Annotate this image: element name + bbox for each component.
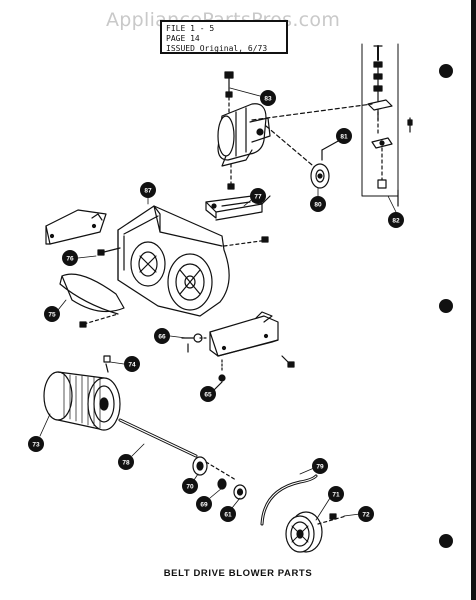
callout-bubble <box>328 486 344 502</box>
callout-label: 74 <box>128 361 136 368</box>
callout-screw-b: 66 <box>154 328 170 344</box>
callout-bracket: 77 <box>250 188 266 204</box>
info-issued: ISSUED Original, 6/73 <box>166 44 268 53</box>
callout-bubble <box>28 436 44 452</box>
nut-65-drawing <box>213 359 226 391</box>
callout-blower-wheel: 73 <box>28 436 44 452</box>
bearing-drawing <box>192 456 237 481</box>
screw-66-drawing <box>181 333 209 353</box>
callout-label: 61 <box>224 511 232 518</box>
callout-bubble <box>312 458 328 474</box>
callout-bottom-panel: 75 <box>44 306 60 322</box>
callout-bubble <box>250 188 266 204</box>
callout-label: 69 <box>200 501 208 508</box>
callout-label: 76 <box>66 255 74 262</box>
callout-label: 66 <box>158 333 166 340</box>
callout-bubble <box>260 90 276 106</box>
callout-bubble <box>196 496 212 512</box>
callout-bearing: 70 <box>182 478 198 494</box>
info-page: PAGE 14 <box>166 34 200 43</box>
side-shield-right-drawing <box>209 311 295 368</box>
callout-nut: 65 <box>200 386 216 402</box>
callout-bubble <box>310 196 326 212</box>
motor-drawing <box>217 103 319 171</box>
belt-drawing <box>260 474 318 526</box>
callout-label: 77 <box>254 193 262 200</box>
callout-set-screw: 61 <box>220 506 236 522</box>
callout-pulley-small: 80 <box>310 196 326 212</box>
callout-layer: 87 83 77 80 81 82 76 75 66 65 74 73 78 70 69 61 79 71 72 <box>28 90 404 522</box>
callout-bubble <box>118 454 134 470</box>
callout-label: 83 <box>264 95 272 102</box>
callout-label: 80 <box>314 201 322 208</box>
callout-belt: 79 <box>312 458 328 474</box>
diagram-caption: BELT DRIVE BLOWER PARTS <box>163 568 313 579</box>
callout-motor: 83 <box>260 90 276 106</box>
callout-bubble <box>154 328 170 344</box>
callout-bubble <box>44 306 60 322</box>
callout-bubble <box>200 386 216 402</box>
page-edge <box>471 0 476 600</box>
callout-bubble <box>336 128 352 144</box>
callout-bubble <box>388 212 404 228</box>
binder-hole-middle <box>439 299 453 313</box>
callout-pulley-large: 71 <box>328 486 344 502</box>
callout-shaft: 78 <box>118 454 134 470</box>
callout-blower-housing: 87 <box>140 182 156 198</box>
adjust-assembly-drawing <box>251 43 413 207</box>
large-pulley-drawing <box>285 511 347 553</box>
callout-adjust-bolt-assembly: 82 <box>388 212 404 228</box>
callout-label: 82 <box>392 217 400 224</box>
binder-hole-top <box>439 64 453 78</box>
callout-bubble <box>62 250 78 266</box>
callout-label: 79 <box>316 463 324 470</box>
collar-drawing <box>217 478 247 500</box>
callout-bubble <box>140 182 156 198</box>
callout-screw-a: 81 <box>336 128 352 144</box>
info-file: FILE 1 - 5 <box>166 24 215 33</box>
small-pulley-drawing <box>310 163 330 189</box>
callout-bubble <box>358 506 374 522</box>
binder-hole-bottom <box>439 534 453 548</box>
bottom-panel-drawing <box>59 273 125 328</box>
blower-housing-drawing <box>117 205 269 317</box>
shaft-drawing <box>118 418 198 458</box>
callout-bubble <box>220 506 236 522</box>
callout-label: 72 <box>362 511 370 518</box>
callout-bubble <box>124 356 140 372</box>
callout-pulley-screw: 72 <box>358 506 374 522</box>
callout-collar: 69 <box>196 496 212 512</box>
callout-label: 78 <box>122 459 130 466</box>
callout-wheel-screw: 74 <box>124 356 140 372</box>
callout-label: 71 <box>332 491 340 498</box>
blower-wheel-drawing <box>43 355 121 431</box>
info-box: FILE 1 - 5 PAGE 14 ISSUED Original, 6/73 <box>160 20 288 54</box>
callout-label: 87 <box>144 187 152 194</box>
callout-label: 81 <box>340 133 348 140</box>
callout-washer: 76 <box>62 250 78 266</box>
callout-label: 75 <box>48 311 56 318</box>
callout-bubble <box>182 478 198 494</box>
callout-label: 65 <box>204 391 212 398</box>
side-shield-left-drawing <box>45 209 121 256</box>
callout-label: 70 <box>186 483 194 490</box>
callout-label: 73 <box>32 441 40 448</box>
